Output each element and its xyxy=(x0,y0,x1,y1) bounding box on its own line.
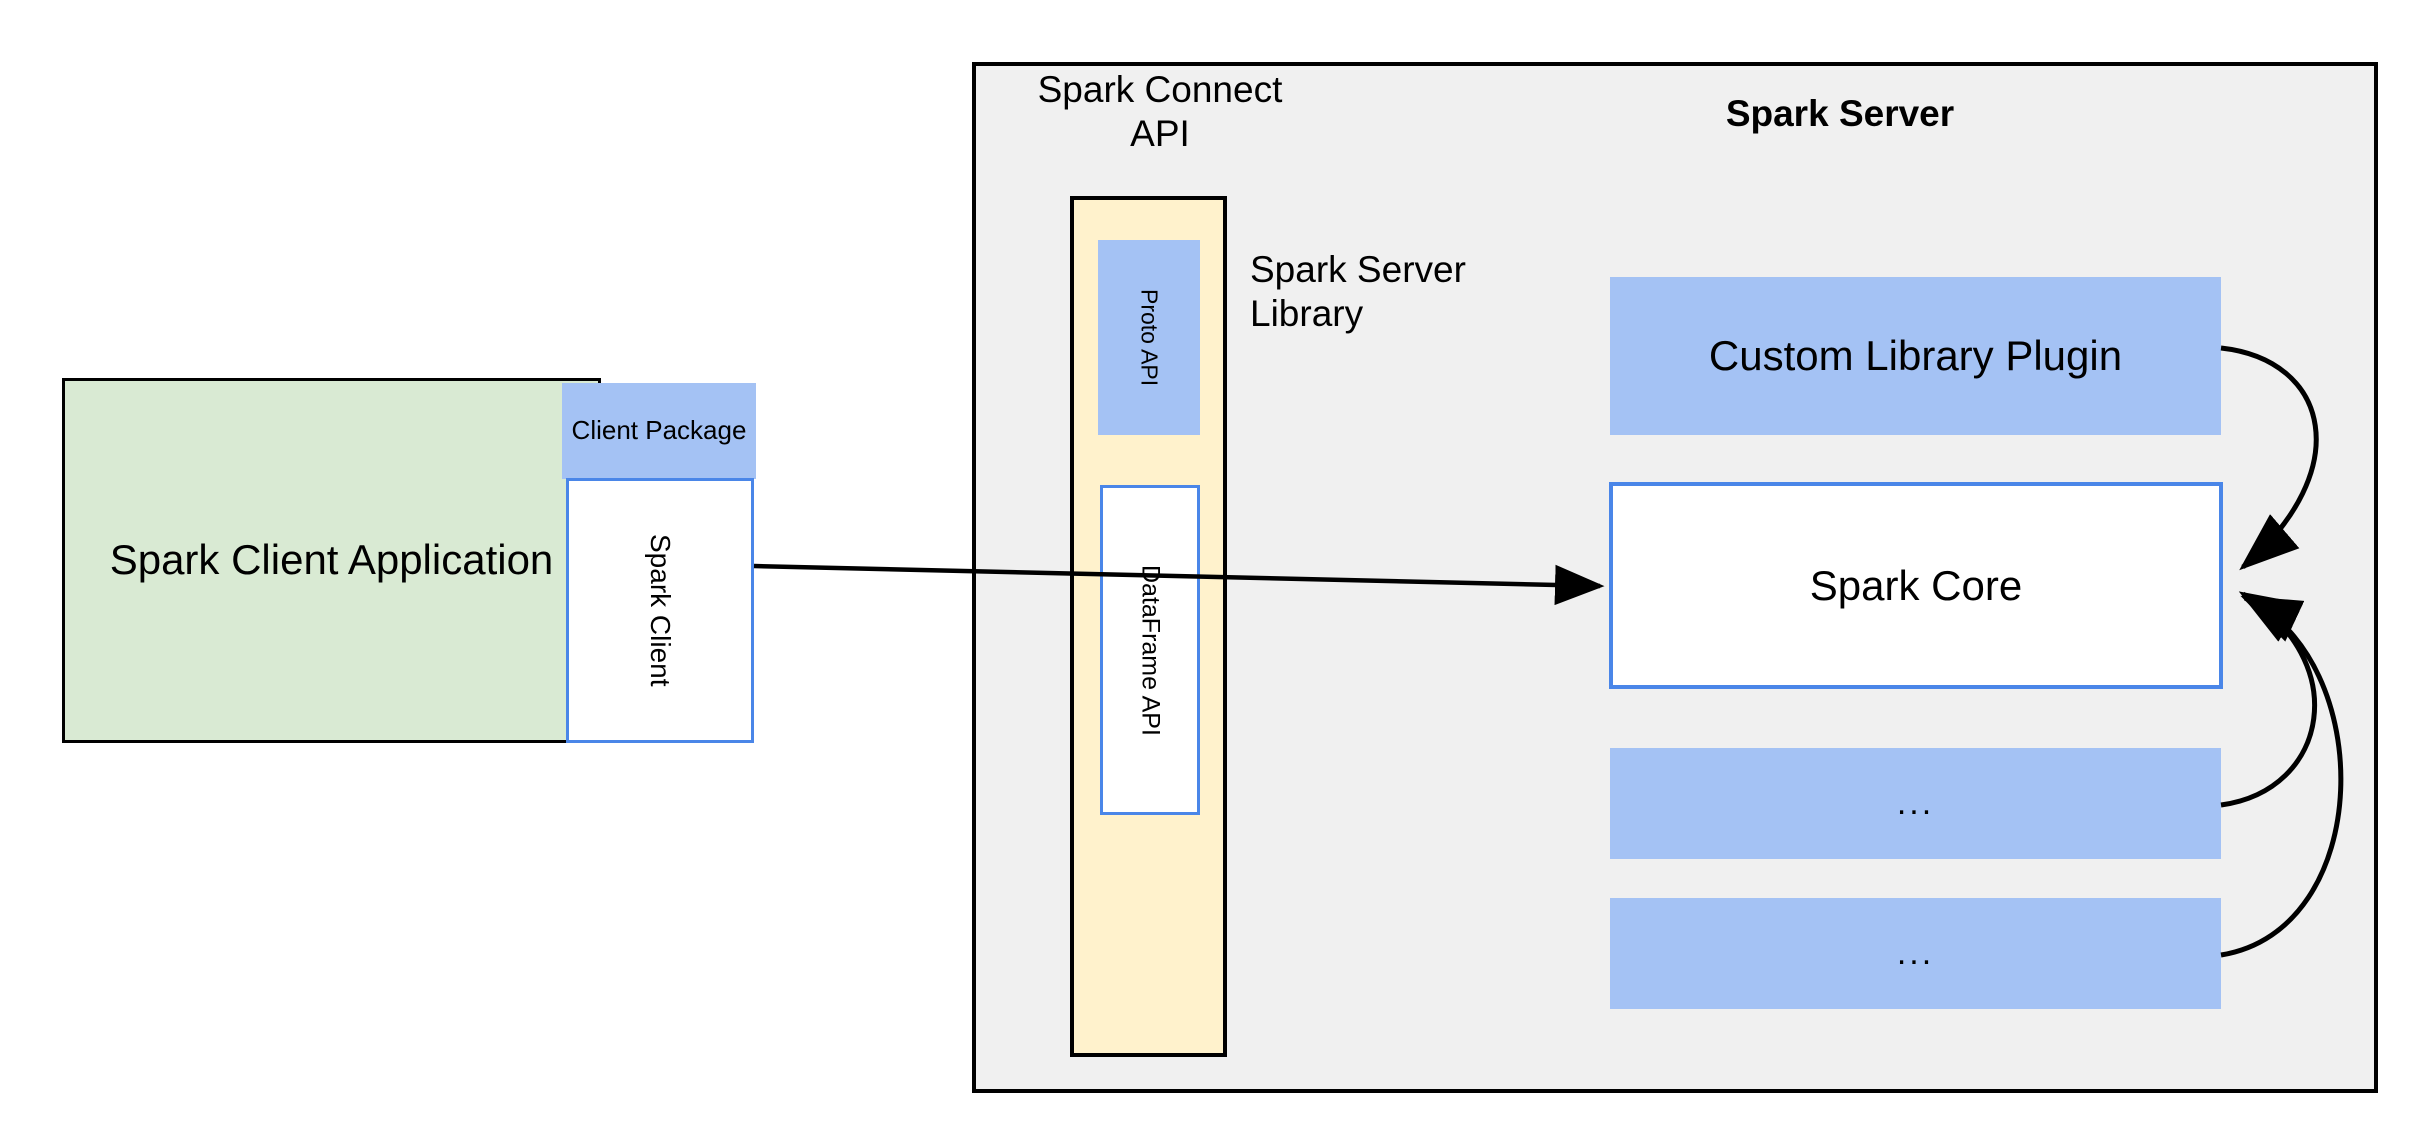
spark-server-title: Spark Server xyxy=(1725,93,1955,134)
spark-client-label: Spark Client xyxy=(645,534,676,687)
spark-client-application-box: Spark Client Application xyxy=(62,378,601,743)
dataframe-api-label: DataFrame API xyxy=(1136,564,1165,736)
custom-library-plugin-box: Custom Library Plugin xyxy=(1610,277,2221,435)
spark-server-library-label: Spark Server Library xyxy=(1250,249,1466,334)
client-package-box: Client Package xyxy=(562,383,756,479)
server-component-ellipsis-box-1: ... xyxy=(1610,748,2221,859)
dataframe-api-box: DataFrame API xyxy=(1100,485,1200,815)
spark-connect-api-label: Spark Connect API xyxy=(1037,69,1283,154)
server-component-ellipsis-box-2: ... xyxy=(1610,898,2221,1009)
proto-api-box: Proto API xyxy=(1098,240,1200,435)
spark-client-box: Spark Client xyxy=(566,478,754,743)
spark-core-box: Spark Core xyxy=(1609,482,2223,689)
proto-api-label: Proto API xyxy=(1136,288,1163,387)
